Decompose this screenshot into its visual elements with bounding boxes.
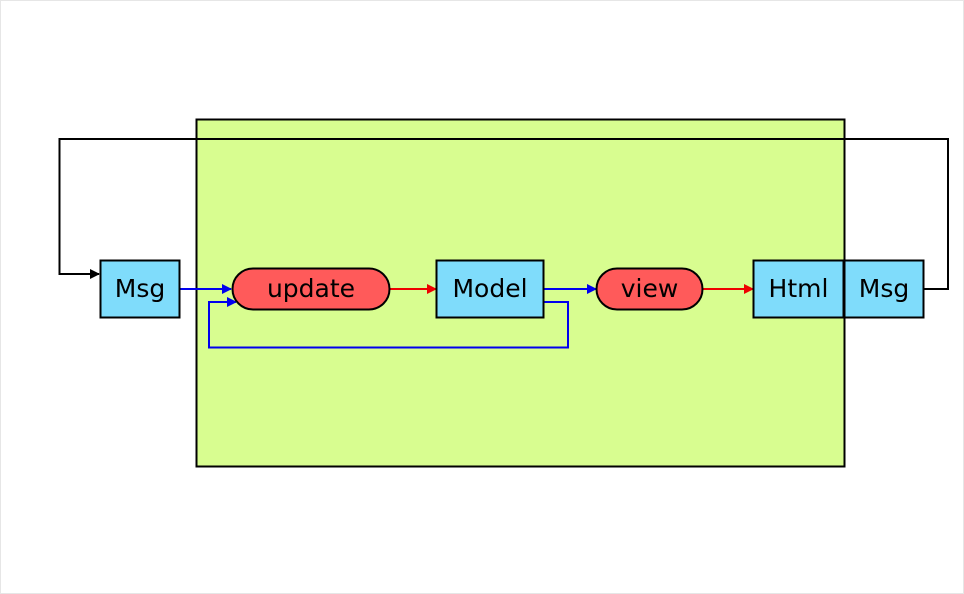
view-function-node: view <box>595 267 704 311</box>
update-function-node: update <box>231 267 391 311</box>
msg-output-label: Msg <box>859 274 909 303</box>
msg-output-node: Msg <box>843 259 925 319</box>
model-to-update-edge <box>208 297 569 349</box>
msg-input-node: Msg <box>99 259 181 319</box>
update-label: update <box>267 274 355 303</box>
model-node: Model <box>435 259 545 319</box>
html-label: Html <box>769 274 829 303</box>
html-node: Html <box>752 259 845 319</box>
view-label: view <box>621 274 679 303</box>
msg-input-label: Msg <box>115 274 165 303</box>
feedback-loop-edge <box>58 138 949 290</box>
model-label: Model <box>452 274 527 303</box>
